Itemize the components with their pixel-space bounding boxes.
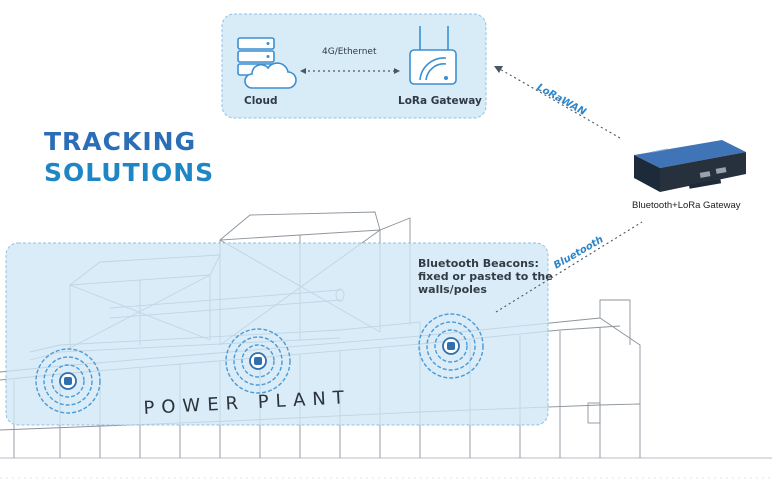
site-panel <box>5 242 549 426</box>
lorawan-link <box>497 67 621 139</box>
ethernet-link-label: 4G/Ethernet <box>322 47 377 57</box>
server-cloud-icon <box>237 37 297 89</box>
title-line-2: SOLUTIONS <box>44 158 215 187</box>
lora-gateway-icon <box>409 26 457 85</box>
beacon-right-icon <box>442 337 460 355</box>
beacon-left <box>35 348 101 414</box>
device-label: Bluetooth+LoRa Gateway <box>632 200 741 211</box>
beacon-middle-icon <box>249 352 267 370</box>
lora-gateway-label: LoRa Gateway <box>398 95 482 107</box>
title-line-1: TRACKING <box>44 127 197 156</box>
bluetooth-lora-gateway-device <box>634 140 746 192</box>
beacon-right <box>418 313 484 379</box>
beacon-left-icon <box>59 372 77 390</box>
bluetooth-link <box>495 221 643 313</box>
beacons-caption-line-1: Bluetooth Beacons: <box>418 257 539 270</box>
beacon-middle <box>225 328 291 394</box>
beacons-caption-line-2: fixed or pasted to the <box>418 270 553 283</box>
cloud-label: Cloud <box>244 95 278 107</box>
beacons-caption-line-3: walls/poles <box>418 283 487 296</box>
beacons-caption: Bluetooth Beacons: fixed or pasted to th… <box>418 257 553 296</box>
